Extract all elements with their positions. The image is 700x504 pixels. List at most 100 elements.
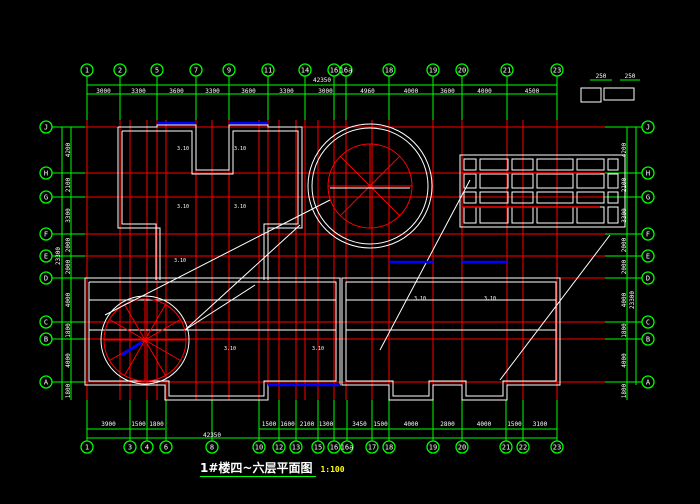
top-axis-20-bubble xyxy=(455,63,469,77)
bottom-axis-17-bubble xyxy=(365,440,379,454)
detail-cell xyxy=(576,173,605,189)
room-label: 3.10 xyxy=(177,204,189,210)
leader-line xyxy=(104,199,331,316)
detail-cell xyxy=(536,173,574,189)
right-dim: 4200 xyxy=(621,142,628,157)
top-total-dim: 42350 xyxy=(313,77,331,84)
top-axis-23-bubble xyxy=(550,63,564,77)
stair-circle-outer xyxy=(100,295,190,385)
detail-cell xyxy=(463,206,477,224)
right-axis-G-label: G xyxy=(646,194,650,202)
detail-cell xyxy=(536,158,574,171)
left-axis-A-bubble xyxy=(39,375,53,389)
right-axis-A-label: A xyxy=(646,379,651,387)
stair-arrow xyxy=(121,340,143,357)
left-axis-J-label: J xyxy=(44,124,48,132)
bottom-axis-22-bubble xyxy=(516,440,530,454)
top-dim: 3300 xyxy=(131,88,146,95)
leader-line xyxy=(184,284,256,331)
room-label: 3.10 xyxy=(177,146,189,152)
room-label: 3.10 xyxy=(224,346,236,352)
right-dim: 2000 xyxy=(621,259,628,274)
right-axis-A-bubble xyxy=(641,375,655,389)
left-dim: 2000 xyxy=(65,237,72,252)
top-axis-19-label: 19 xyxy=(429,67,437,75)
bottom-axis-19-label: 19 xyxy=(429,444,437,452)
wall-upper-left xyxy=(117,127,161,280)
left-dim: 1800 xyxy=(65,383,72,398)
left-axis-H-bubble xyxy=(39,166,53,180)
wall-upper-block-inner xyxy=(122,130,299,280)
top-axis-1-bubble xyxy=(80,63,94,77)
drawing-scale: 1:100 xyxy=(320,465,345,474)
left-axis-D-label: D xyxy=(44,275,48,283)
detail-cell xyxy=(479,158,509,171)
top-dim: 3300 xyxy=(279,88,294,95)
top-axis-11-bubble xyxy=(261,63,275,77)
bottom-axis-16-label: 16 xyxy=(330,444,338,452)
left-axis-C-label: C xyxy=(44,319,48,327)
top-axis-7-bubble xyxy=(189,63,203,77)
wall-lower-left-inner xyxy=(88,281,337,397)
top-axis-14-bubble xyxy=(298,63,312,77)
detail-cell xyxy=(607,173,619,189)
wall-upper-left-inner xyxy=(121,131,157,280)
top-axis-2-label: 2 xyxy=(118,67,122,75)
wall-lower-right xyxy=(341,277,561,401)
bottom-axis-13-bubble xyxy=(289,440,303,454)
detail-cell xyxy=(576,206,605,224)
left-axis-D-bubble xyxy=(39,271,53,285)
bottom-axis-22-label: 22 xyxy=(519,444,527,452)
detail-cell xyxy=(511,173,534,189)
left-axis-G-bubble xyxy=(39,190,53,204)
right-axis-F-bubble xyxy=(641,227,655,241)
bottom-dim: 1600 xyxy=(280,421,295,428)
bottom-axis-13-label: 13 xyxy=(292,444,300,452)
bottom-dim: 4000 xyxy=(477,421,492,428)
right-dim: 1800 xyxy=(621,383,628,398)
radial-line xyxy=(369,155,401,187)
top-axis-16-label: 16 xyxy=(330,67,338,75)
stair-line xyxy=(109,319,146,341)
top-dim: 3000 xyxy=(96,88,111,95)
detail-cell xyxy=(463,173,477,189)
right-axis-D-label: D xyxy=(646,275,650,283)
stair-line xyxy=(144,304,166,341)
bottom-axis-16a-label: 16a xyxy=(341,444,354,452)
bottom-axis-10-bubble xyxy=(252,440,266,454)
right-axis-D-bubble xyxy=(641,271,655,285)
top-dim: 3600 xyxy=(169,88,184,95)
leader-line xyxy=(499,234,611,381)
detail-cell xyxy=(463,158,477,171)
left-axis-E-bubble xyxy=(39,249,53,263)
top-dim: 3300 xyxy=(205,88,220,95)
room-label: 3.10 xyxy=(414,296,426,302)
bottom-axis-23-label: 23 xyxy=(553,444,561,452)
stair-line xyxy=(124,304,146,341)
bottom-axis-19-bubble xyxy=(426,440,440,454)
left-axis-B-bubble xyxy=(39,332,53,346)
bottom-axis-8-bubble xyxy=(205,440,219,454)
detail-dim: 250 xyxy=(625,73,636,80)
right-axis-J-label: J xyxy=(646,124,650,132)
detail-section xyxy=(580,87,602,103)
bottom-axis-6-bubble xyxy=(159,440,173,454)
stair-line xyxy=(144,319,181,341)
right-axis-H-label: H xyxy=(646,170,650,178)
bottom-dim: 2100 xyxy=(300,421,315,428)
bottom-axis-16-bubble xyxy=(327,440,341,454)
top-axis-16a-label: 16a xyxy=(340,67,353,75)
detail-cell xyxy=(511,158,534,171)
detail-cell xyxy=(479,206,509,224)
top-axis-21-label: 21 xyxy=(503,67,511,75)
top-axis-9-label: 9 xyxy=(227,67,231,75)
bottom-dim: 1800 xyxy=(149,421,164,428)
bottom-dim: 3100 xyxy=(533,421,548,428)
bottom-axis-4-bubble xyxy=(140,440,154,454)
left-axis-G-label: G xyxy=(44,194,48,202)
room-label: 3.10 xyxy=(174,258,186,264)
round-room-outer2 xyxy=(311,127,429,245)
right-axis-B-label: B xyxy=(646,336,650,344)
top-dim: 3600 xyxy=(440,88,455,95)
